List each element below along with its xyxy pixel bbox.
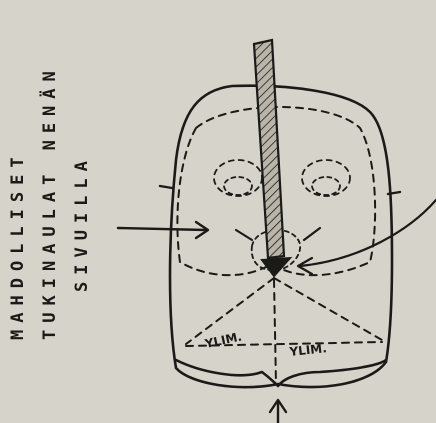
support-stick	[254, 40, 284, 258]
right-support-nail	[304, 228, 320, 240]
dashed-line-right	[274, 278, 382, 340]
left-support-nail	[236, 230, 252, 240]
dashed-center-line	[274, 280, 276, 384]
right-eye-inner	[312, 177, 340, 195]
region-label-left: YLIM.	[203, 329, 243, 351]
region-label-right: YLIM.	[288, 341, 328, 359]
left-side-pin	[160, 186, 172, 188]
left-arrow-shaft	[118, 228, 206, 230]
right-eye-outer	[302, 160, 350, 196]
left-eye-outer	[214, 160, 262, 196]
left-eye-inner	[224, 177, 252, 195]
right-curved-arrow	[300, 200, 436, 266]
